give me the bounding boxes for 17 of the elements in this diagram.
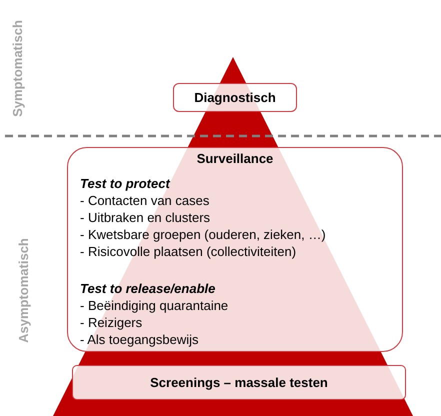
- section-heading: Test to protect: [80, 176, 170, 192]
- axis-label: Symptomatisch: [9, 20, 24, 116]
- level-title: Screenings – massale testen: [149, 375, 329, 391]
- list-item: - Uitbraken en clusters: [80, 210, 210, 226]
- level-box: [67, 147, 403, 352]
- list-item: - Reizigers: [80, 315, 142, 331]
- section-heading: Test to release/enable: [80, 281, 216, 297]
- level-box: [173, 83, 297, 112]
- level-title: Diagnostisch: [193, 90, 277, 106]
- list-item: - Beëindiging quarantaine: [80, 298, 228, 314]
- list-item: - Risicovolle plaatsen (collectiviteiten): [80, 244, 296, 260]
- axis-label: Asymptomatisch: [15, 238, 30, 342]
- level-title: Surveillance: [196, 151, 274, 167]
- list-item: - Contacten van cases: [80, 193, 210, 209]
- list-item: - Als toegangsbewijs: [80, 332, 199, 348]
- level-box: [72, 365, 406, 400]
- list-item: - Kwetsbare groepen (ouderen, zieken, …): [80, 227, 326, 243]
